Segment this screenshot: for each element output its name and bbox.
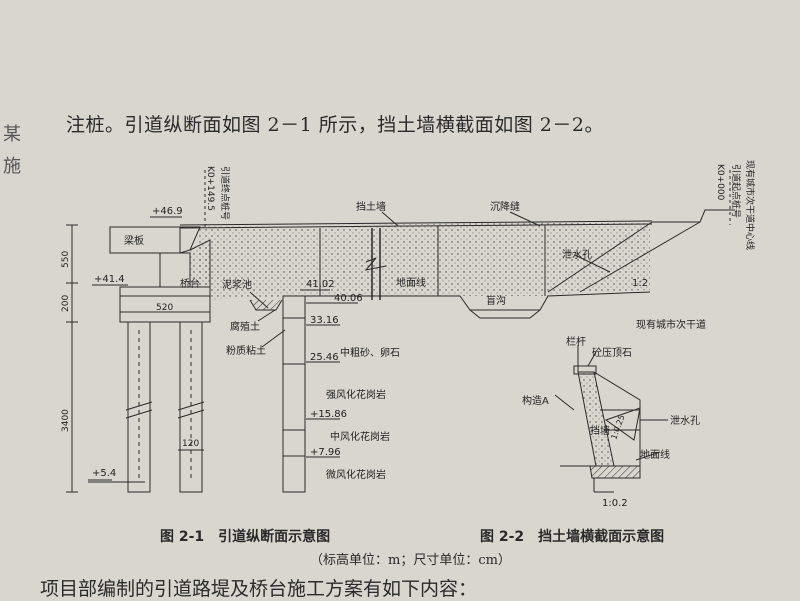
label-blind-ditch: 盲沟	[486, 294, 506, 307]
label-medium-granite: 中风化花岗岩	[330, 430, 390, 443]
label-ground-line: 地面线	[396, 276, 426, 289]
label-strong-granite: 强风化花岗岩	[326, 388, 386, 401]
elev-46-9: +46.9	[152, 206, 183, 217]
elev-41-4: +41.4	[94, 274, 125, 285]
approach-end-label: 引道终点桩号	[219, 166, 231, 220]
approach-end-station: K0+149.5	[205, 166, 215, 211]
label-medium-sand: 中粗砂、卵石	[340, 346, 400, 359]
label-ground-line-2: 地面线	[640, 448, 670, 461]
label-existing-road: 现有城市次干道	[636, 318, 706, 331]
label-wall-body: 挡墙	[590, 424, 610, 437]
elev-41-02: 41.02	[306, 279, 335, 290]
units-note: （标高单位：m；尺寸单位：cm）	[310, 553, 511, 568]
label-slight-granite: 微风化花岗岩	[326, 468, 386, 481]
label-drain-hole: 泄水孔	[562, 248, 592, 261]
elev-40-06: 40.06	[334, 293, 363, 304]
label-settlement-joint: 沉降缝	[490, 200, 520, 213]
label-slope-bottom: 1:0.2	[602, 498, 628, 509]
approach-start-station: K0+000	[715, 164, 725, 201]
label-humus-soil: 腐殖土	[230, 320, 260, 333]
dim-120: 120	[182, 439, 199, 449]
label-abutment: 桥台	[180, 277, 200, 290]
elev-7-96: +7.96	[310, 447, 341, 458]
embankment-fill	[198, 222, 650, 300]
figure2-caption: 图 2-2 挡土墙横截面示意图	[480, 529, 665, 545]
elev-5-4: +5.4	[92, 468, 116, 479]
bottom-text: 项目部编制的引道路堤及桥台施工方案有如下内容：	[40, 578, 478, 600]
figure1-caption: 图 2-1 引道纵断面示意图	[160, 529, 331, 545]
road-center-label: 现有城市次干道中心线	[744, 160, 756, 250]
label-beam: 梁板	[124, 234, 144, 247]
approach-start-label: 引道起点桩号	[730, 164, 742, 218]
label-drain-hole-2: 泄水孔	[670, 414, 700, 427]
elev-15-86: +15.86	[310, 409, 347, 420]
margin-char-1: 某	[3, 124, 21, 145]
label-silty-clay: 粉质粘土	[226, 344, 266, 357]
intro-text: 注桩。引道纵断面如图 2－1 所示，挡土墙横截面如图 2－2。	[66, 114, 604, 136]
label-mud-pit: 泥浆池	[222, 278, 252, 291]
elev-25-46: 25.46	[310, 352, 339, 363]
label-retaining-wall: 挡土墙	[356, 200, 386, 213]
margin-char-2: 施	[3, 156, 21, 177]
dim-520: 520	[156, 303, 173, 313]
dim-550: 550	[61, 251, 71, 268]
dim-200: 200	[61, 295, 71, 312]
elev-33-16: 33.16	[310, 315, 339, 326]
label-slope: 1:2	[632, 278, 648, 289]
label-railing: 栏杆	[566, 335, 586, 348]
label-coping: 砼压顶石	[592, 346, 632, 359]
dim-3400: 3400	[61, 409, 71, 432]
beam-block	[109, 226, 181, 254]
label-structure-a: 构造A	[522, 394, 549, 407]
